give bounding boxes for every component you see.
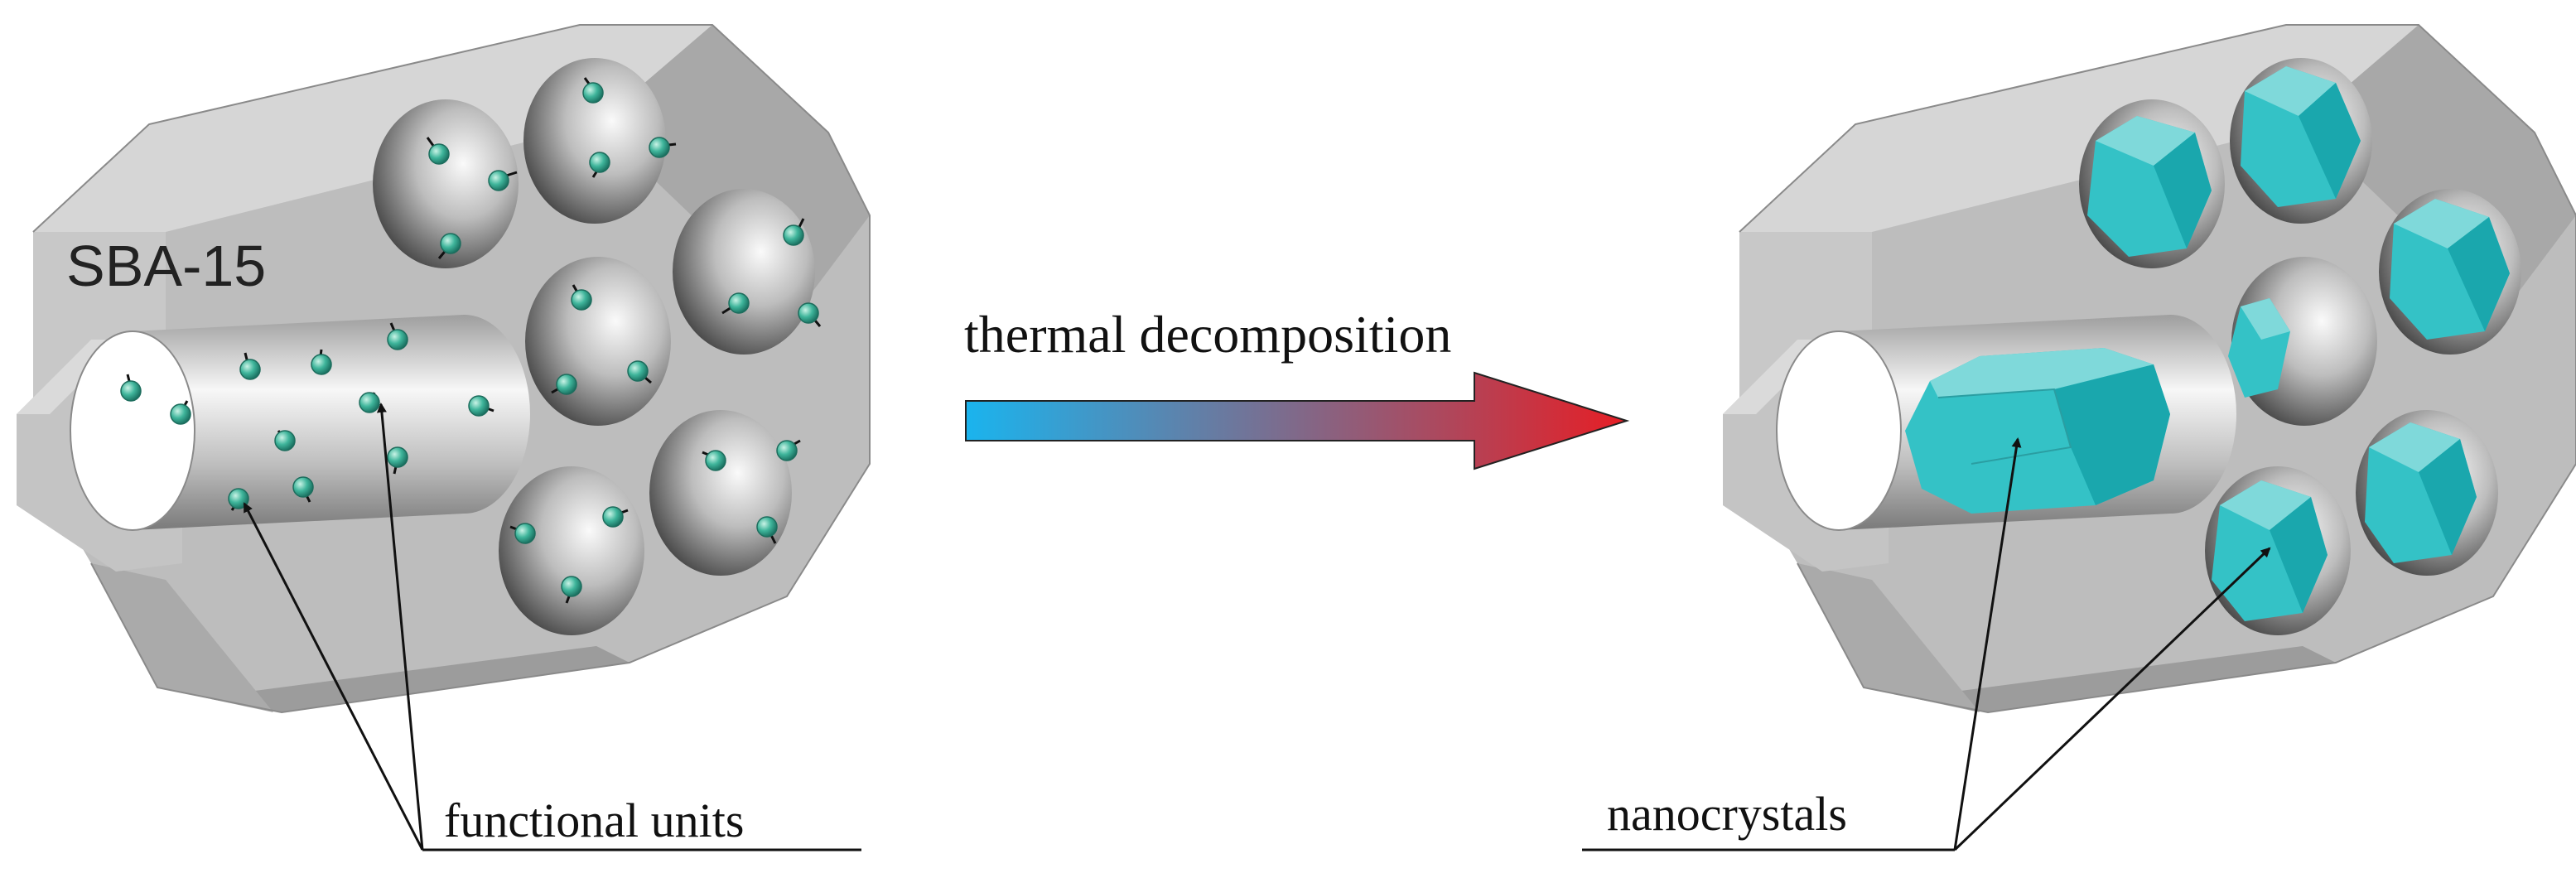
functional-unit [776, 440, 798, 461]
nanocrystal [2228, 298, 2290, 398]
functional-unit [292, 476, 314, 498]
functional-unit [359, 392, 380, 413]
nanocrystals-label: nanocrystals [1607, 787, 1847, 841]
nanocrystal [2365, 422, 2477, 563]
nanocrystal [2241, 66, 2361, 207]
functional-unit [561, 576, 582, 597]
functional-unit [387, 446, 408, 468]
nanocrystal-elongated [1905, 348, 2170, 514]
functional-unit [228, 488, 249, 509]
functional-unit [728, 292, 750, 314]
functional-unit [705, 450, 726, 471]
functional-unit [311, 354, 332, 375]
functional-unit [589, 152, 610, 173]
functional-unit [120, 380, 142, 402]
functional-unit [170, 403, 191, 425]
nanocrystal [2390, 199, 2510, 340]
right-callout: nanocrystals [1582, 437, 2271, 851]
material-label: SBA-15 [66, 234, 266, 298]
pore [649, 410, 792, 576]
open-channel-left [70, 315, 530, 531]
process-label: thermal decomposition [964, 305, 1451, 364]
functional-unit [239, 359, 261, 380]
pore [373, 99, 519, 268]
pore [525, 257, 671, 426]
functional-unit [488, 170, 509, 191]
pore [523, 58, 666, 224]
functional-unit [428, 143, 450, 165]
sba15-block-left: SBA-15 [16, 24, 871, 713]
functional-unit [756, 516, 778, 538]
functional-unit [468, 395, 490, 417]
functional-unit [649, 137, 670, 158]
functional-unit [783, 224, 804, 246]
sba15-block-right [1722, 24, 2576, 713]
open-channel-right [1776, 315, 2236, 531]
nanocrystal [2087, 116, 2212, 257]
functional-unit [440, 233, 461, 254]
functional-unit [571, 289, 592, 311]
functional-unit [274, 430, 296, 451]
functional-unit [514, 523, 536, 544]
functional-units [120, 77, 822, 604]
process-arrow: thermal decomposition [964, 305, 1630, 470]
functional-unit [627, 360, 649, 382]
functional-unit [602, 506, 624, 528]
functional-unit [556, 374, 577, 395]
functional-unit [387, 329, 408, 350]
functional-unit [798, 302, 819, 324]
pore [499, 466, 644, 635]
pore [673, 189, 815, 355]
functional-units-label: functional units [444, 794, 744, 847]
left-callout: functional units [243, 403, 861, 851]
functional-unit [582, 82, 604, 104]
